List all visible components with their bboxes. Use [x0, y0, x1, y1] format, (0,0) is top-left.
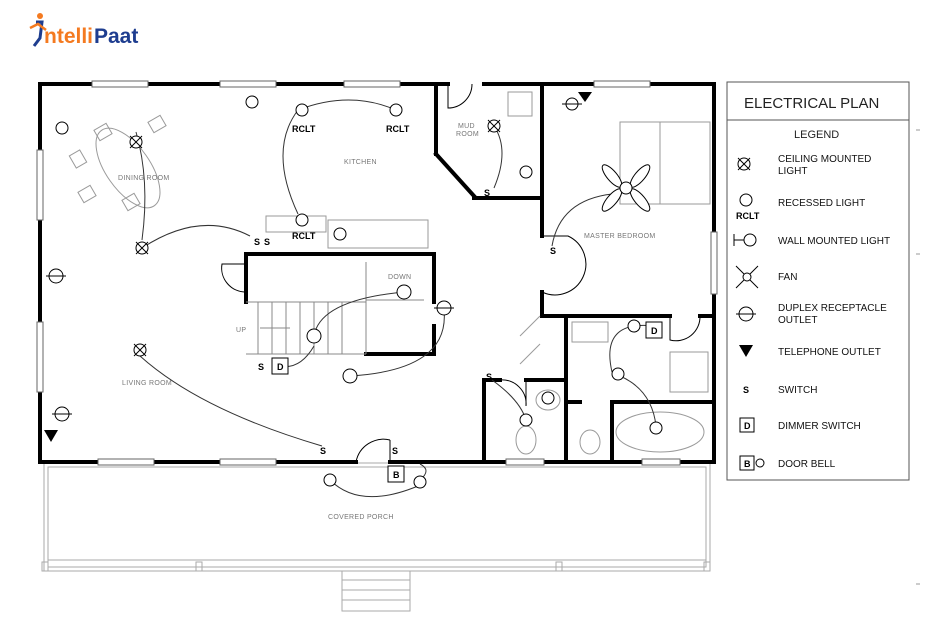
- ceiling-light-icon: [413, 475, 427, 489]
- room-label-mud: MUD: [458, 123, 475, 130]
- rclt-label: RCLT: [292, 231, 316, 241]
- stair-label-up: UP: [236, 327, 246, 334]
- switch-icon: S: [484, 188, 490, 198]
- duplex-outlets: [46, 97, 582, 422]
- legend-label: WALL MOUNTED LIGHT: [778, 236, 890, 247]
- ceiling-light-icon: [487, 119, 501, 133]
- legend-panel: ELECTRICAL PLAN LEGEND CEILING MOUNTED L…: [726, 81, 910, 481]
- legend-label: OUTLET: [778, 315, 817, 326]
- room-label-living: LIVING ROOM: [122, 380, 172, 387]
- logo-text-b: Paat: [94, 25, 138, 48]
- switch-icon: S: [258, 362, 264, 372]
- ceiling-light-icon: [135, 241, 149, 255]
- legend-title: ELECTRICAL PLAN: [744, 95, 879, 112]
- ceiling-lights: [129, 119, 663, 489]
- wall-light-icon: [333, 227, 347, 241]
- switch-icon: S: [254, 237, 260, 247]
- ceiling-light-icon: [541, 391, 555, 405]
- doors: [221, 83, 701, 463]
- room-label-master: MASTER BEDROOM: [584, 233, 655, 240]
- room-label-dining: DINING ROOM: [118, 175, 170, 182]
- dimmer-switch-icon: D: [645, 321, 663, 339]
- ceiling-light-icon: [396, 284, 412, 300]
- wiring: [135, 99, 657, 498]
- wall-lights: [55, 95, 347, 241]
- dimmer-label: D: [651, 326, 658, 336]
- logo-figure-icon: [29, 13, 47, 47]
- ceiling-light-icon: [306, 328, 322, 344]
- legend-dimmer-switch-icon: [739, 417, 755, 433]
- legend-label: DUPLEX RECEPTACLE: [778, 303, 887, 314]
- switch-icon: S: [486, 372, 492, 382]
- legend-bell-label: B: [744, 459, 751, 469]
- ceiling-light-icon: [627, 319, 641, 333]
- legend-switch-icon: S: [743, 385, 749, 395]
- telephone-outlet-icon: [44, 430, 58, 442]
- dimmer-switch-icon: D: [271, 357, 289, 375]
- legend-label: LIGHT: [778, 166, 807, 177]
- switch-icon: S: [392, 446, 398, 456]
- legend-label: RECESSED LIGHT: [778, 198, 865, 209]
- legend-ceiling-light-icon: [737, 157, 751, 171]
- legend-wall-light-icon: [733, 233, 757, 247]
- intellipaat-logo: ntelli Paat: [29, 13, 138, 48]
- recessed-light-icon: [295, 103, 309, 117]
- ceiling-light-icon: [519, 413, 533, 427]
- recessed-lights: [295, 103, 403, 227]
- windows: [36, 80, 718, 466]
- switch-icon: S: [550, 246, 556, 256]
- ceiling-light-icon: [649, 421, 663, 435]
- room-label-kitchen: KITCHEN: [344, 159, 377, 166]
- recessed-light-icon: [389, 103, 403, 117]
- switch-icon: S: [320, 446, 326, 456]
- rclt-label: RCLT: [292, 124, 316, 134]
- legend-label: CEILING MOUNTED: [778, 154, 871, 165]
- legend-rclt: RCLT: [736, 211, 760, 221]
- dimmer-label: D: [277, 362, 284, 372]
- margin-ticks: [916, 129, 920, 585]
- ceiling-light-icon: [323, 473, 337, 487]
- legend-label: TELEPHONE OUTLET: [778, 347, 881, 358]
- ceiling-light-icon: [133, 343, 147, 357]
- switch-icon: S: [264, 237, 270, 247]
- legend-recessed-light-icon: [739, 193, 753, 207]
- room-label-porch: COVERED PORCH: [328, 514, 394, 521]
- legend-fan-icon: [735, 265, 759, 289]
- legend-door-bell-icon: [739, 455, 765, 471]
- legend-heading: LEGEND: [794, 129, 839, 141]
- door-bell-icon: B: [387, 465, 405, 483]
- stair-label-down: DOWN: [388, 274, 411, 281]
- ceiling-light-icon: [611, 367, 625, 381]
- ceiling-light-icon: [342, 368, 358, 384]
- duplex-outlet-icon: [46, 268, 66, 284]
- rclt-label: RCLT: [386, 124, 410, 134]
- legend-telephone-outlet-icon: [739, 345, 753, 357]
- duplex-outlet-icon: [52, 406, 72, 422]
- room-label-mud-2: ROOM: [456, 131, 479, 138]
- recessed-light-icon: [295, 213, 309, 227]
- bell-label: B: [393, 470, 400, 480]
- wall-light-icon: [55, 121, 69, 135]
- legend-label: FAN: [778, 272, 797, 283]
- duplex-outlet-icon: [434, 300, 454, 316]
- covered-porch-area: [41, 462, 711, 612]
- telephone-outlet-icon: [578, 92, 592, 102]
- fan-icon: [601, 164, 651, 212]
- ceiling-light-icon: [129, 135, 143, 149]
- legend-label: SWITCH: [778, 385, 817, 396]
- legend-dimmer-label: D: [744, 421, 751, 431]
- duplex-outlet-icon: [562, 97, 582, 111]
- furniture: [68, 91, 711, 455]
- logo-text-a: ntelli: [44, 25, 93, 48]
- wall-light-icon: [245, 95, 259, 109]
- legend-label: DIMMER SWITCH: [778, 421, 861, 432]
- staircase: [246, 262, 424, 355]
- legend-duplex-outlet-icon: [736, 306, 756, 322]
- legend-label: DOOR BELL: [778, 459, 836, 470]
- ceiling-light-icon: [519, 165, 533, 179]
